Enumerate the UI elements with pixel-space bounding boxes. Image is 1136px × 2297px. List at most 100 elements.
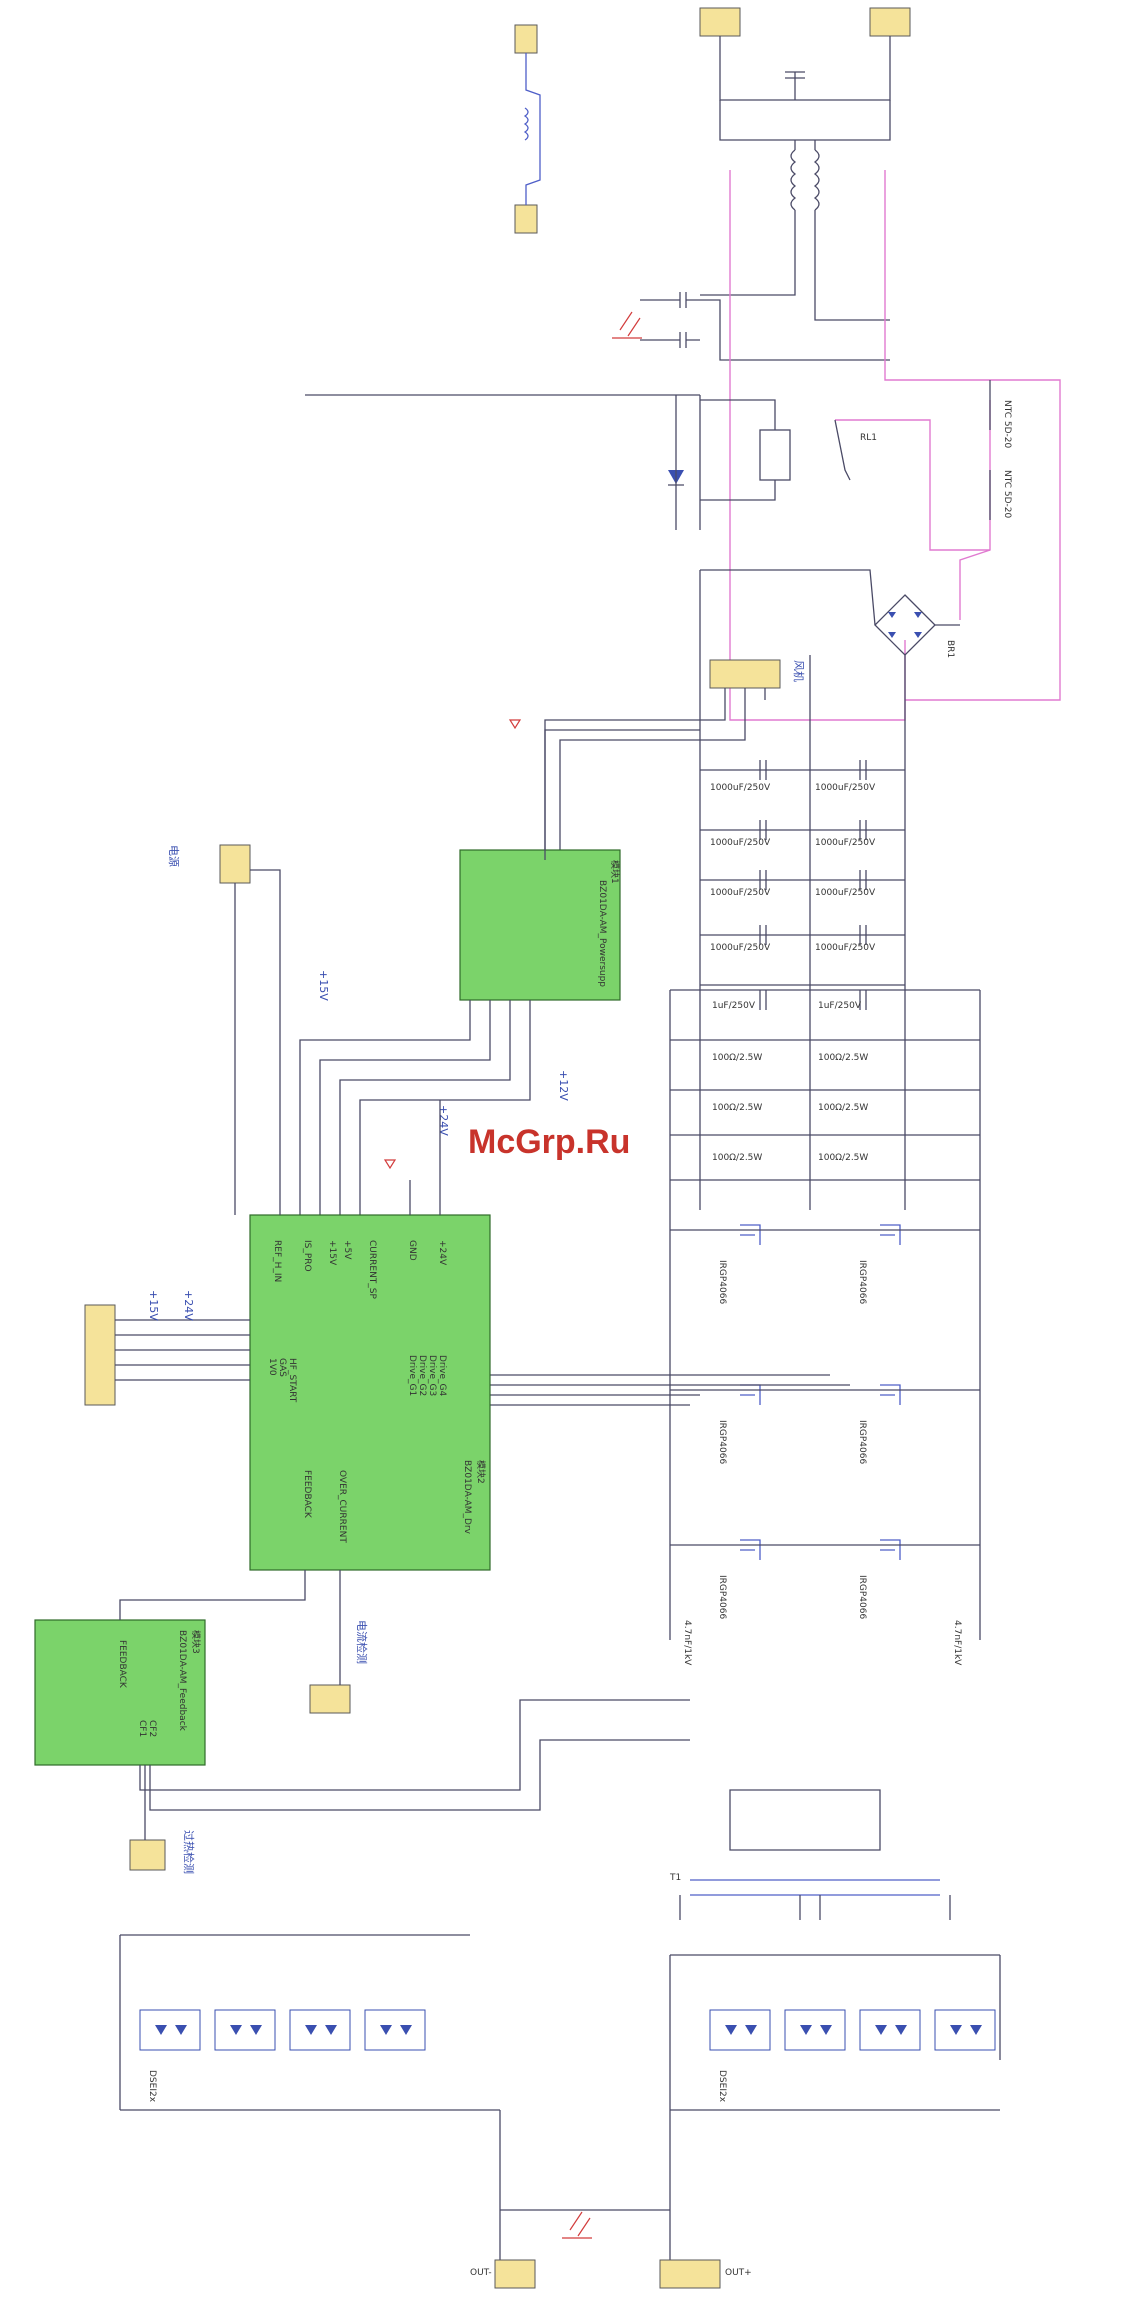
pink-ntc-line [959,400,991,620]
output-diodes-left [139,2009,426,2051]
out-pos-label: OUT+ [725,2268,752,2278]
m3-pin-feedback: FEEDBACK [117,1640,127,1689]
m2-pin-current-sp: CURRENT_SP [367,1240,377,1300]
pink-relay-line [835,419,990,551]
rail-drops [409,1100,441,1215]
diode-label-2: DSEI2x [717,2070,727,2103]
m2-pin-gas: GAS [277,1358,287,1377]
resistor-label-3: 100Ω/2.5W [712,1103,762,1113]
m2-pin-drive-g2: Drive_G2 [417,1355,427,1396]
module-2 [249,1214,491,1571]
igbt-array [740,1224,901,1560]
m2-pin-over-current: OVER_CURRENT [337,1470,347,1543]
hf-inductor-wire [525,53,541,205]
relay-coil [759,429,791,481]
inductor-l1-b [813,149,820,211]
current-sense-label: 电流检测 [355,1620,369,1664]
cap-bank-label-8: 1000uF/250V [815,943,876,953]
inductor-l1 [790,149,797,211]
relay-coil-wire [700,399,776,501]
cap-bank-label-4: 1000uF/250V [815,838,876,848]
film-cap-label-1: 1uF/250V [712,1001,756,1011]
resistor-label-6: 100Ω/2.5W [818,1153,868,1163]
module-1-sub: BZ01DA-AM_Powersupp [597,880,607,987]
heat-sense-label: 过热检测 [182,1830,196,1874]
transformer-label: T1 [669,1873,681,1883]
connector-heat-sense [129,1839,166,1871]
hf-inductor-coil [523,107,529,141]
m2-pin-1v0: 1V0 [267,1358,277,1376]
rail-15v-top: +15V [317,970,330,1001]
gate-drive-lines [490,1374,850,1406]
connector-hf1 [514,24,538,54]
gnd-symbol-2 [508,719,522,730]
resistor-label-1: 100Ω/2.5W [712,1053,762,1063]
feedback-wire [119,1570,306,1620]
ac-input-wire [719,36,891,101]
output-diode-verticals [119,1935,1001,2110]
cap-bank-label-6: 1000uF/250V [815,888,876,898]
cap-bank-label-1: 1000uF/250V [710,783,771,793]
resistor-frame [669,989,981,1640]
m3-pin-cf1: CF1 [137,1720,147,1737]
connector-out-pos [659,2259,721,2289]
y-cap-wires [640,299,680,341]
m2-pin-ref-h: REF_H_IN [272,1240,282,1282]
relay-drive-wire [305,394,701,530]
connector-control [84,1304,116,1406]
cap-bank-label-3: 1000uF/250V [710,838,771,848]
cap-bank-label-5: 1000uF/250V [710,888,771,898]
resistor-label-5: 100Ω/2.5W [712,1153,762,1163]
pink-ac-line-2 [884,170,1061,701]
igbt-label-4: IRGP4066 [857,1420,867,1464]
igbt-label-2: IRGP4066 [857,1260,867,1304]
rail-15v-left: +15V [147,1290,160,1321]
cap-bank-label-7: 1000uF/250V [710,943,771,953]
watermark: McGrp.Ru [468,1123,630,1161]
bridge-diodes [888,612,922,638]
fan-wire [544,688,766,860]
resistor-rails [670,1039,980,1181]
igbt-label-1: IRGP4066 [717,1260,727,1304]
m2-pin-drive-g3: Drive_G3 [427,1355,437,1396]
module-1 [459,849,621,1001]
transformer-t1 [690,1879,940,1896]
module-1-title: 模块1 [609,860,621,884]
pink-ac-line-1 [729,170,906,721]
out-neg-label: OUT- [470,2268,492,2278]
flyback-diode-wire [668,395,684,530]
module-2-sub: BZ01DA-AM_Drv [462,1460,472,1535]
resistor-label-2: 100Ω/2.5W [818,1053,868,1063]
m2-pin-is-pro: IS_PRO [302,1240,312,1272]
m2-pin-gnd: GND [407,1240,417,1261]
connector-hf2 [514,204,538,234]
y-cap-out [686,299,890,361]
m2-pin-feedback: FEEDBACK [302,1470,312,1519]
transformer-primary-box [729,1789,881,1851]
module-1-to-2-wires [299,1000,531,1215]
l1-out-a [700,210,796,296]
module-3 [34,1619,206,1766]
gnd-symbol-1 [383,1159,397,1170]
connector-ac-in-1 [699,7,741,37]
relay-contact [834,419,851,481]
igbt-label-5: IRGP4066 [717,1575,727,1619]
m2-pin-24v: +24V [437,1240,447,1266]
connector-out-neg [494,2259,536,2289]
rail-12v: +12V [557,1070,570,1101]
output-cap-label-2: 4.7nF/1kV [952,1620,962,1666]
output-diodes-right [709,2009,996,2051]
m3-pin-cf2: CF2 [147,1720,157,1737]
m2-pin-5v: +5V [342,1240,352,1260]
resistor-label-4: 100Ω/2.5W [818,1103,868,1113]
bridge-ac-wire [700,569,960,626]
diode-label-1: DSEI2x [147,2070,157,2103]
earth-symbol-bottom [562,2211,592,2239]
igbt-collector-rails [670,1229,980,1546]
cf-wires [139,1699,690,1811]
control-wires [115,1319,250,1381]
earth-symbol [612,311,642,339]
connector-ac-in-2 [869,7,911,37]
connector-current-sense [309,1684,351,1714]
